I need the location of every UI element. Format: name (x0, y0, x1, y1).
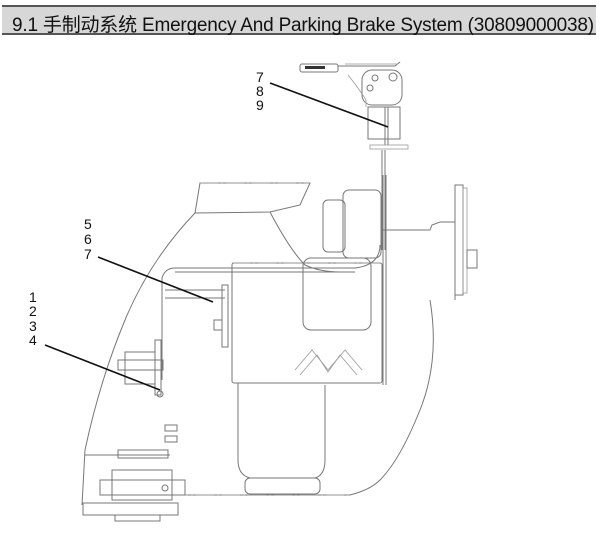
callout-number: 7 (84, 246, 92, 262)
callout-number: 4 (29, 332, 37, 348)
leader-line-left (44, 344, 161, 391)
callout-number: 6 (84, 231, 92, 247)
callout-group-top: 7 8 9 (256, 69, 264, 113)
section-header: 9.1 手制动系统 Emergency And Parking Brake Sy… (2, 5, 596, 36)
frame-outline (81, 182, 434, 506)
callout-group-middle: 5 6 7 (84, 216, 92, 262)
callout-number: 2 (29, 303, 37, 319)
hand-brake-lever (299, 61, 409, 250)
transmission (161, 175, 478, 495)
brake-system-drawing: 7 8 9 5 6 7 1 2 3 4 (29, 61, 478, 522)
leader-line-top (269, 82, 389, 128)
callout-number: 8 (256, 83, 264, 99)
callout-number: 9 (256, 97, 264, 113)
callout-number: 5 (84, 216, 92, 232)
callout-group-left: 1 2 3 4 (29, 289, 37, 348)
leader-line-middle (97, 256, 214, 303)
section-title: 9.1 手制动系统 Emergency And Parking Brake Sy… (12, 15, 594, 36)
callout-number: 7 (256, 69, 264, 85)
callout-number: 1 (29, 289, 37, 305)
brake-assembly (82, 339, 186, 522)
callout-number: 3 (29, 318, 37, 334)
